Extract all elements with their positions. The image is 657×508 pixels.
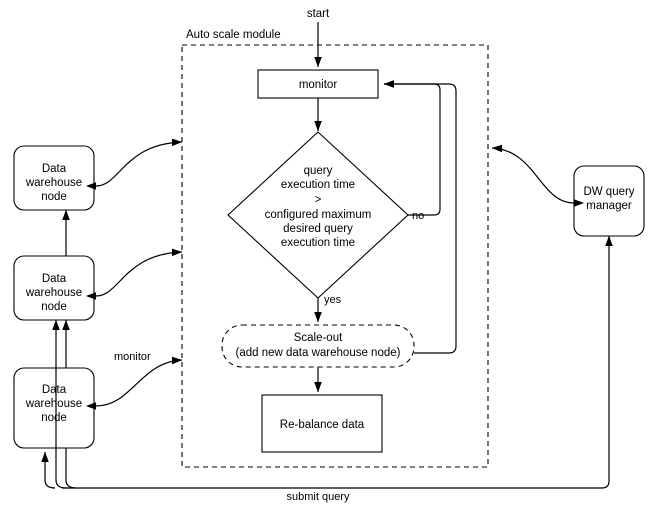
dw-node-1-line-2: warehouse (25, 177, 82, 189)
edge-module-dwquerymanager (491, 144, 585, 207)
dw-query-manager-line-1: DW query (583, 186, 634, 198)
decision-line-5: desired query (283, 223, 353, 235)
dw-node-2-line-3: node (41, 301, 67, 313)
decision-line-1: query (304, 165, 333, 177)
decision-line-6: execution time (281, 237, 355, 249)
dw-node-2-line-1: Data (42, 273, 67, 285)
decision-line-4: configured maximum (265, 209, 372, 221)
dw-node-2-line-2: warehouse (25, 287, 82, 299)
rebalance-data-label: Re-balance data (280, 419, 365, 431)
monitor-edge-label: monitor (114, 351, 151, 363)
branch-no-label: no (412, 210, 424, 222)
start-label: start (307, 8, 330, 20)
edge-bus-riser-node2 (52, 319, 67, 489)
dw-node-3-line-1: Data (42, 384, 67, 396)
edge-module-dwnode1 (85, 138, 183, 190)
scale-out-line-1: Scale-out (294, 332, 343, 344)
monitor-box (257, 69, 379, 99)
edge-module-dwnode2 (85, 248, 183, 300)
dw-node-3-line-2: warehouse (25, 398, 82, 410)
scale-out-line-2: (add new data warehouse node) (236, 347, 401, 359)
module-title-label: Auto scale module (186, 29, 281, 41)
rebalance-data-box (261, 394, 383, 453)
dw-node-3-line-3: node (41, 412, 67, 424)
edge-module-dwnode3 (85, 356, 183, 410)
dw-node-1-line-3: node (41, 191, 67, 203)
dw-node-1-line-1: Data (42, 163, 67, 175)
edge-scaleout-to-monitor (383, 80, 457, 354)
edge-submit-query-bus (62, 236, 610, 489)
decision-line-2: execution time (281, 179, 355, 191)
monitor-box-label: monitor (299, 79, 338, 91)
branch-yes-label: yes (324, 294, 342, 306)
submit-query-label: submit query (287, 491, 350, 503)
edge-bus-riser-node1-lower (65, 448, 77, 489)
dw-query-manager-line-2: manager (586, 200, 632, 212)
edge-no-branch-to-monitor (383, 80, 441, 216)
edge-bus-riser-node3 (41, 451, 56, 489)
decision-line-3: > (315, 194, 322, 206)
